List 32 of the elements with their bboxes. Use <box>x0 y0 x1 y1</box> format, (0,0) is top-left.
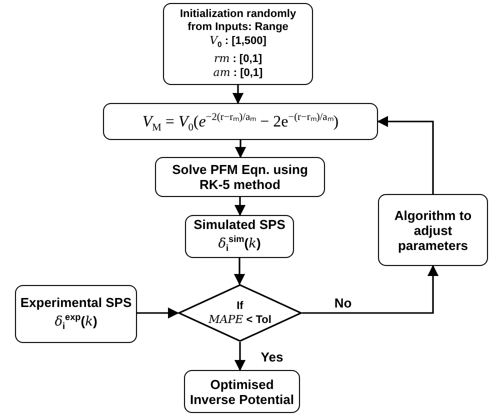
process-box <box>15 285 137 343</box>
node-text: δ$_{i}$$^{exp}$(k) <box>54 310 98 332</box>
decision-diamond <box>178 284 302 342</box>
node-text: MAPE < Tol <box>208 312 272 326</box>
node-title: Solve PFM Eqn. using RK-5 method <box>171 162 309 192</box>
equation: V$_{M}$ = V$_{0}$(e$^{−2(r−rₘ)/aₘ}$ − 2e$^{−(r−rₘ)/aₘ}$) <box>142 111 339 134</box>
node-text: V$_{0}$ : [1,500] <box>210 34 266 52</box>
arrow <box>234 197 246 216</box>
node-title: Experimental SPS <box>20 294 132 310</box>
node-title: Initialization randomly from Inputs: Range <box>178 8 298 34</box>
arrow <box>234 258 246 286</box>
process-box <box>185 215 294 258</box>
arrow <box>302 264 439 314</box>
arrow <box>232 85 244 104</box>
process-box <box>155 157 325 197</box>
node-text: rm : [0,1] <box>214 52 262 66</box>
process-box <box>378 194 488 266</box>
edge-label: Yes <box>260 350 284 364</box>
arrow <box>376 116 434 194</box>
process-box <box>184 370 300 413</box>
node-title: Optimised Inverse Potential <box>189 376 295 406</box>
process-box <box>163 3 313 85</box>
node-title: If <box>236 300 244 312</box>
node-text: δ$_{i}$$^{sim}$(k) <box>218 233 261 255</box>
edge-label: No <box>333 296 353 310</box>
arrow <box>234 342 246 372</box>
process-box <box>103 103 378 140</box>
node-title: Simulated SPS <box>194 217 286 232</box>
node-title: Algorithm to adjust parameters <box>393 208 473 252</box>
node-text: am : [0,1] <box>213 66 263 80</box>
arrow <box>234 140 246 158</box>
arrow <box>137 307 180 319</box>
